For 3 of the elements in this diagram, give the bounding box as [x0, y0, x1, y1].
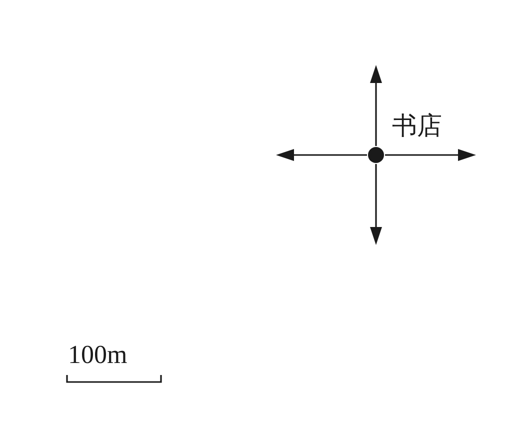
scale-label: 100m: [68, 342, 128, 368]
place-label: 书店: [392, 113, 442, 138]
location-dot: [368, 147, 384, 163]
